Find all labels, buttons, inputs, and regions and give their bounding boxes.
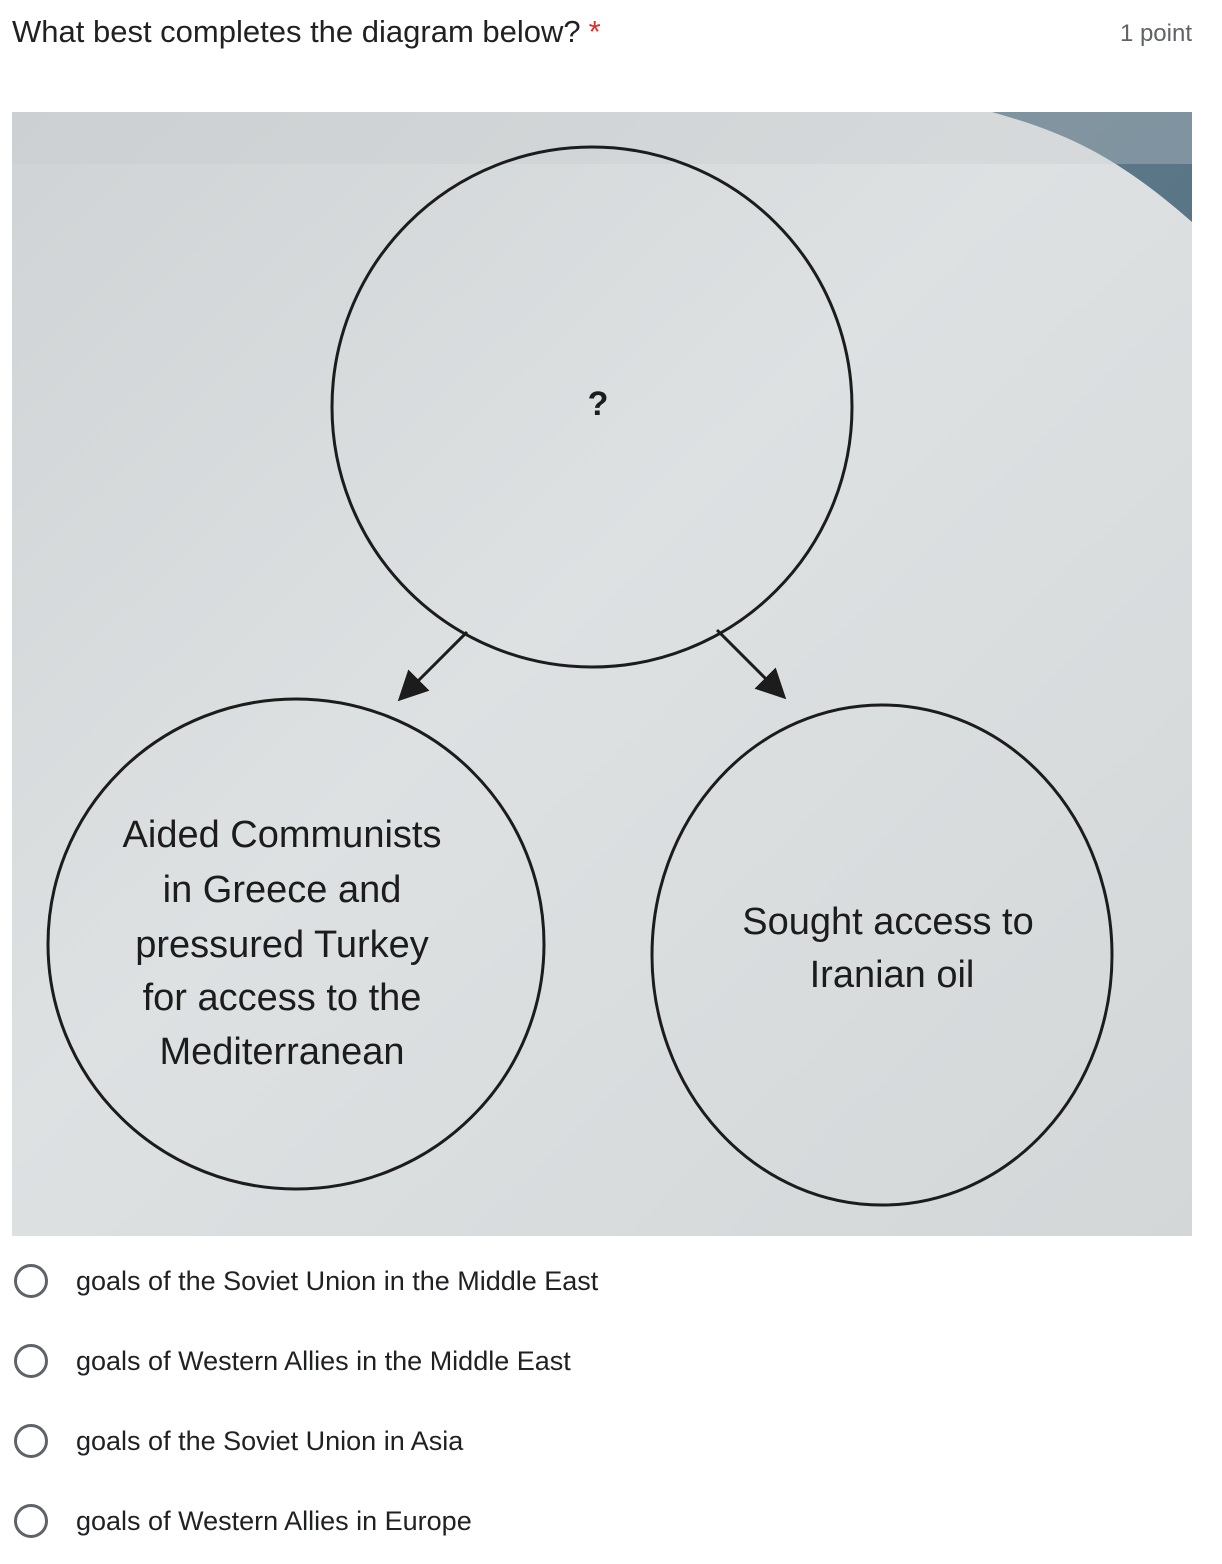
radio-unchecked-icon[interactable] — [14, 1344, 48, 1378]
answer-option-2[interactable]: goals of Western Allies in the Middle Ea… — [12, 1324, 912, 1404]
diagram-question-mark: ? — [588, 385, 609, 423]
left-circle-line-4: for access to the — [143, 977, 422, 1019]
radio-unchecked-icon[interactable] — [14, 1424, 48, 1458]
question-header: What best completes the diagram below?* … — [12, 10, 1192, 60]
right-circle-line-2: Iranian oil — [810, 954, 975, 996]
left-arrow — [397, 630, 469, 702]
answer-option-1[interactable]: goals of the Soviet Union in the Middle … — [12, 1244, 912, 1324]
paper-background — [12, 112, 1192, 1236]
left-circle-line-1: Aided Communists — [123, 814, 442, 856]
answer-option-label: goals of the Soviet Union in the Middle … — [76, 1266, 599, 1296]
right-circle — [650, 703, 1114, 1207]
question-title-text: What best completes the diagram below? — [12, 14, 581, 49]
left-circle-line-5: Mediterranean — [159, 1031, 404, 1073]
left-circle-line-2: in Greece and — [163, 869, 402, 911]
question-title: What best completes the diagram below?* — [12, 12, 601, 52]
answer-option-3[interactable]: goals of the Soviet Union in Asia — [12, 1404, 912, 1484]
diagram-svg: ? Aided Communists in Greece and pressur… — [12, 112, 1192, 1236]
answer-option-4[interactable]: goals of Western Allies in Europe — [12, 1484, 912, 1564]
answer-option-label: goals of Western Allies in the Middle Ea… — [76, 1346, 571, 1376]
left-circle-line-3: pressured Turkey — [135, 924, 429, 966]
right-circle-line-1: Sought access to — [742, 901, 1034, 943]
question-points: 1 point — [1119, 20, 1192, 47]
required-marker: * — [588, 14, 601, 49]
answer-option-label: goals of the Soviet Union in Asia — [76, 1426, 464, 1456]
radio-unchecked-icon[interactable] — [14, 1504, 48, 1538]
left-circle — [46, 697, 546, 1191]
faded-header-band — [12, 112, 1192, 164]
right-arrow — [715, 628, 787, 700]
radio-unchecked-icon[interactable] — [14, 1264, 48, 1298]
top-circle — [330, 145, 854, 669]
photo-corner-shadow — [992, 112, 1192, 222]
answer-options: goals of the Soviet Union in the Middle … — [12, 1244, 1192, 1556]
diagram-photo: ? Aided Communists in Greece and pressur… — [12, 112, 1192, 1236]
answer-option-label: goals of Western Allies in Europe — [76, 1506, 472, 1536]
